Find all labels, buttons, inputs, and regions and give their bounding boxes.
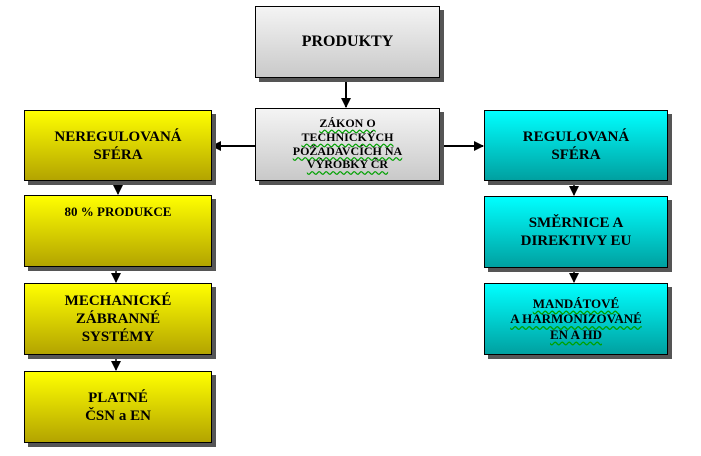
eu-directives-box: SMĚRNICE A DIREKTIVY EU: [484, 196, 668, 268]
unregulated-sphere-box: NEREGULOVANÁ SFÉRA: [24, 110, 212, 181]
production-share-box: 80 % PRODUKCE: [24, 195, 212, 267]
products-box: PRODUKTY: [255, 6, 440, 78]
harmonized-standards-text: MANDÁTOVÉ A HARMONIZOVANÉ EN A HD: [510, 295, 642, 342]
regulated-sphere-box: REGULOVANÁ SFÉRA: [484, 110, 668, 181]
mechanical-barrier-systems-box: MECHANICKÉ ZÁBRANNÉ SYSTÉMY: [24, 283, 212, 355]
law-text: ZÁKON O TECHNICKÝCH POŽADAVCÍCH NA VÝROB…: [292, 115, 403, 172]
harmonized-standards-box: MANDÁTOVÉ A HARMONIZOVANÉ EN A HD: [484, 283, 668, 355]
law-box: ZÁKON O TECHNICKÝCH POŽADAVCÍCH NA VÝROB…: [255, 108, 440, 181]
valid-standards-box: PLATNÉ ČSN a EN: [24, 371, 212, 443]
